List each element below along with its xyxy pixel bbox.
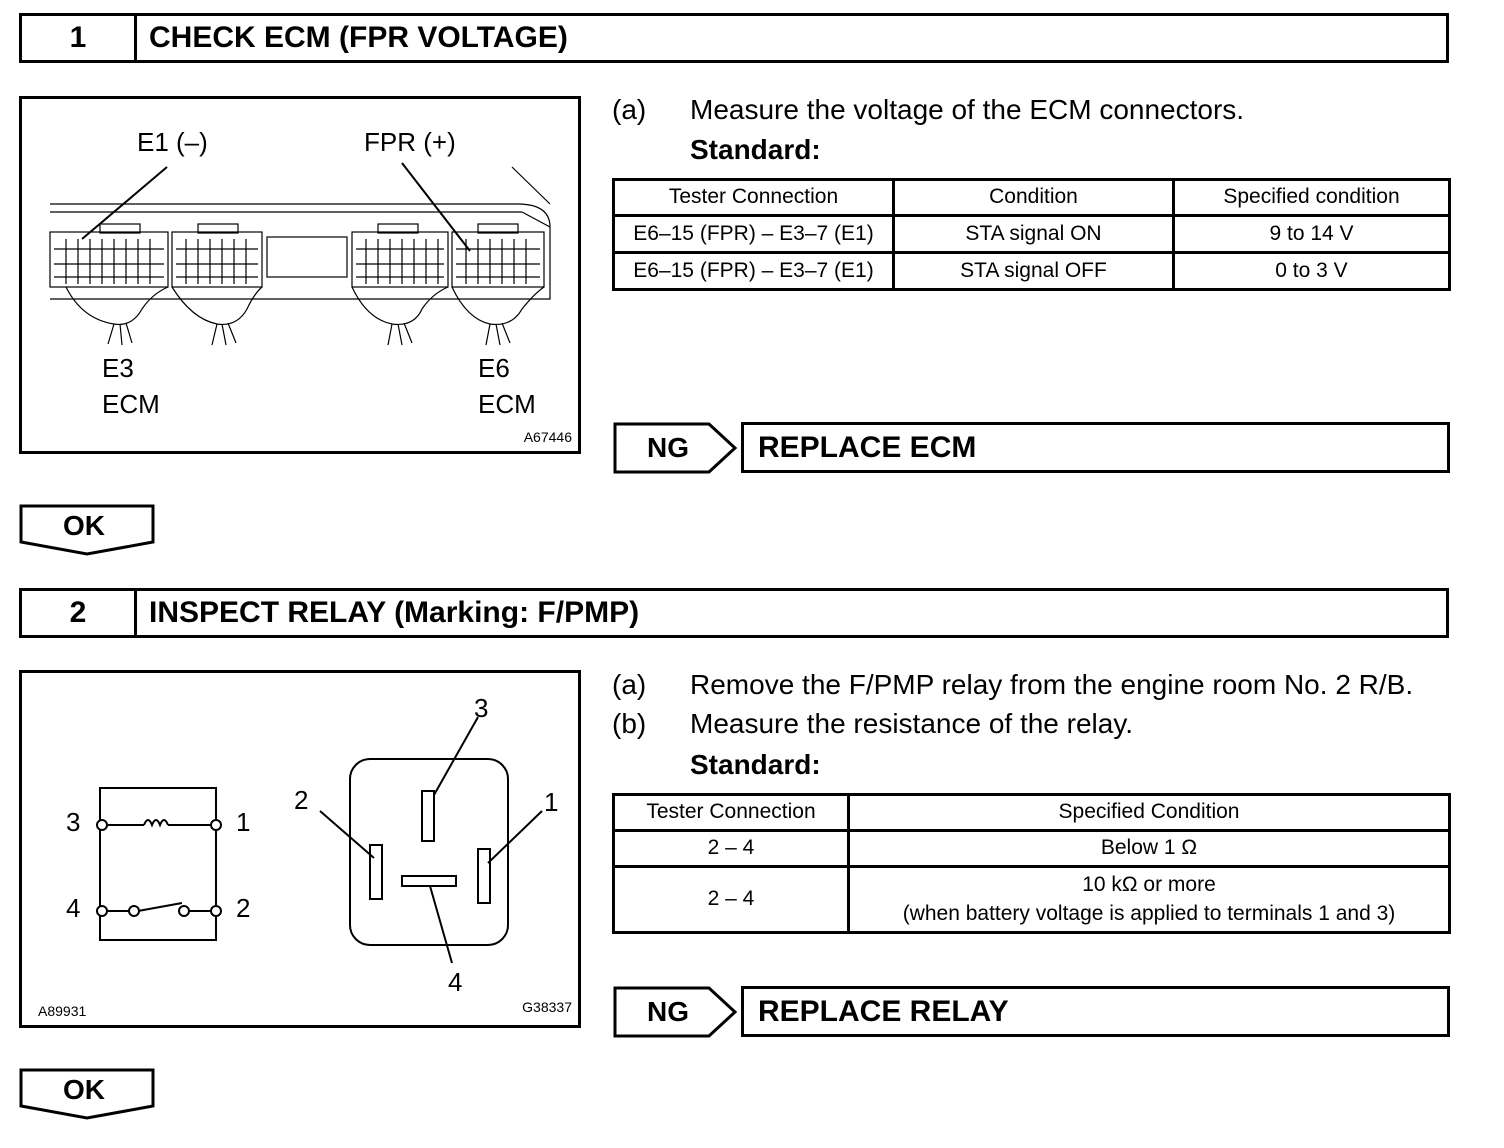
ng-result-box: REPLACE RELAY (741, 986, 1450, 1037)
table-cell: E6–15 (FPR) – E3–7 (E1) (612, 251, 895, 291)
instruction-a: (a) Remove the F/PMP relay from the engi… (612, 671, 1472, 703)
relay-diagram (96, 716, 543, 964)
instruction-text: Remove the F/PMP relay from the engine r… (690, 669, 1414, 700)
ng-arrow-shape (613, 986, 738, 1038)
instruction-a: (a) Measure the voltage of the ECM conne… (612, 96, 1452, 128)
table-cell: 2 – 4 (612, 829, 850, 868)
table-row: E6–15 (FPR) – E3–7 (E1) STA signal ON 9 … (612, 214, 1451, 254)
relay-terminal-3: 3 (474, 693, 489, 723)
ecm-connector-figure: E1 (–) FPR (+) E3 ECM E6 ECM A67446 (19, 96, 581, 454)
relay-terminal-1: 1 (544, 787, 559, 817)
ok-label: OK (63, 1074, 105, 1105)
ok-tab: OK (19, 1068, 155, 1120)
ok-tab: OK (19, 504, 155, 556)
instruction-text: Measure the resistance of the relay. (690, 708, 1134, 739)
table-header-cell: Tester Connection (612, 178, 895, 217)
ng-arrow: NG (613, 986, 738, 1038)
schematic-terminal-3: 3 (66, 807, 81, 837)
table-row: 2 – 4 Below 1 Ω (612, 829, 1451, 868)
table-row: 2 – 4 10 kΩ or more (when battery voltag… (612, 865, 1451, 934)
table-cell: 10 kΩ or more (when battery voltage is a… (847, 865, 1451, 934)
instruction-text: Measure the voltage of the ECM connector… (690, 94, 1245, 125)
ok-tab-shape (19, 504, 155, 556)
ok-tab-shape (19, 1068, 155, 1120)
table-cell: E6–15 (FPR) – E3–7 (E1) (612, 214, 895, 254)
ng-arrow: NG (613, 422, 738, 474)
schematic-terminal-4: 4 (66, 893, 81, 923)
table-header-cell: Tester Connection (612, 793, 850, 832)
table-cell-note: (when battery voltage is applied to term… (902, 901, 1396, 925)
step-number: 1 (22, 16, 137, 60)
step-title: INSPECT RELAY (Marking: F/PMP) (149, 596, 640, 629)
ng-label: NG (647, 996, 689, 1027)
resistance-spec-table: Tester Connection Specified Condition 2 … (612, 793, 1451, 934)
instruction-letter: (a) (612, 94, 647, 125)
table-cell: 2 – 4 (612, 865, 850, 934)
step-2-header: 2 INSPECT RELAY (Marking: F/PMP) (19, 588, 1449, 638)
table-cell: 9 to 14 V (1172, 214, 1451, 254)
table-header-cell: Condition (892, 178, 1175, 217)
fpr-label: FPR (+) (364, 127, 456, 157)
ng-label: NG (647, 432, 689, 463)
ok-label: OK (63, 510, 105, 541)
table-header-cell: Specified condition (1172, 178, 1451, 217)
voltage-spec-table: Tester Connection Condition Specified co… (612, 178, 1451, 291)
table-cell: STA signal ON (892, 214, 1175, 254)
e3-ecm-label: ECM (102, 389, 160, 419)
ecm-connector-illustration (49, 162, 551, 346)
ng-arrow-shape (613, 422, 738, 474)
standard-label: Standard: (690, 749, 821, 780)
e6-ecm-label: ECM (478, 389, 536, 419)
relay-terminal-2: 2 (294, 785, 309, 815)
e6-label: E6 (478, 353, 510, 383)
instruction-letter: (b) (612, 708, 647, 739)
figure-code-left: A89931 (38, 1003, 87, 1019)
table-header-cell: Specified Condition (847, 793, 1451, 832)
ng-result-box: REPLACE ECM (741, 422, 1450, 473)
step-title: CHECK ECM (FPR VOLTAGE) (149, 21, 568, 54)
table-row: E6–15 (FPR) – E3–7 (E1) STA signal OFF 0… (612, 251, 1451, 291)
standard-label: Standard: (690, 134, 821, 165)
figure-code: A67446 (523, 429, 572, 445)
step-number: 2 (22, 591, 137, 635)
table-header-row: Tester Connection Condition Specified co… (612, 178, 1451, 217)
table-cell: STA signal OFF (892, 251, 1175, 291)
relay-terminal-4: 4 (448, 967, 463, 997)
figure-code-right: G38337 (522, 999, 572, 1015)
schematic-terminal-1: 1 (236, 807, 251, 837)
instruction-b: (b) Measure the resistance of the relay. (612, 710, 1472, 742)
table-cell: 0 to 3 V (1172, 251, 1451, 291)
table-cell: Below 1 Ω (847, 829, 1451, 868)
relay-figure: 3 1 4 2 3 2 1 4 A89931 G38337 (19, 670, 581, 1028)
table-header-row: Tester Connection Specified Condition (612, 793, 1451, 832)
table-cell-line: 10 kΩ or more (1082, 873, 1216, 897)
schematic-terminal-2: 2 (236, 893, 251, 923)
step-1-header: 1 CHECK ECM (FPR VOLTAGE) (19, 13, 1449, 63)
e3-label: E3 (102, 353, 134, 383)
instruction-letter: (a) (612, 669, 647, 700)
e1-label: E1 (–) (137, 127, 208, 157)
